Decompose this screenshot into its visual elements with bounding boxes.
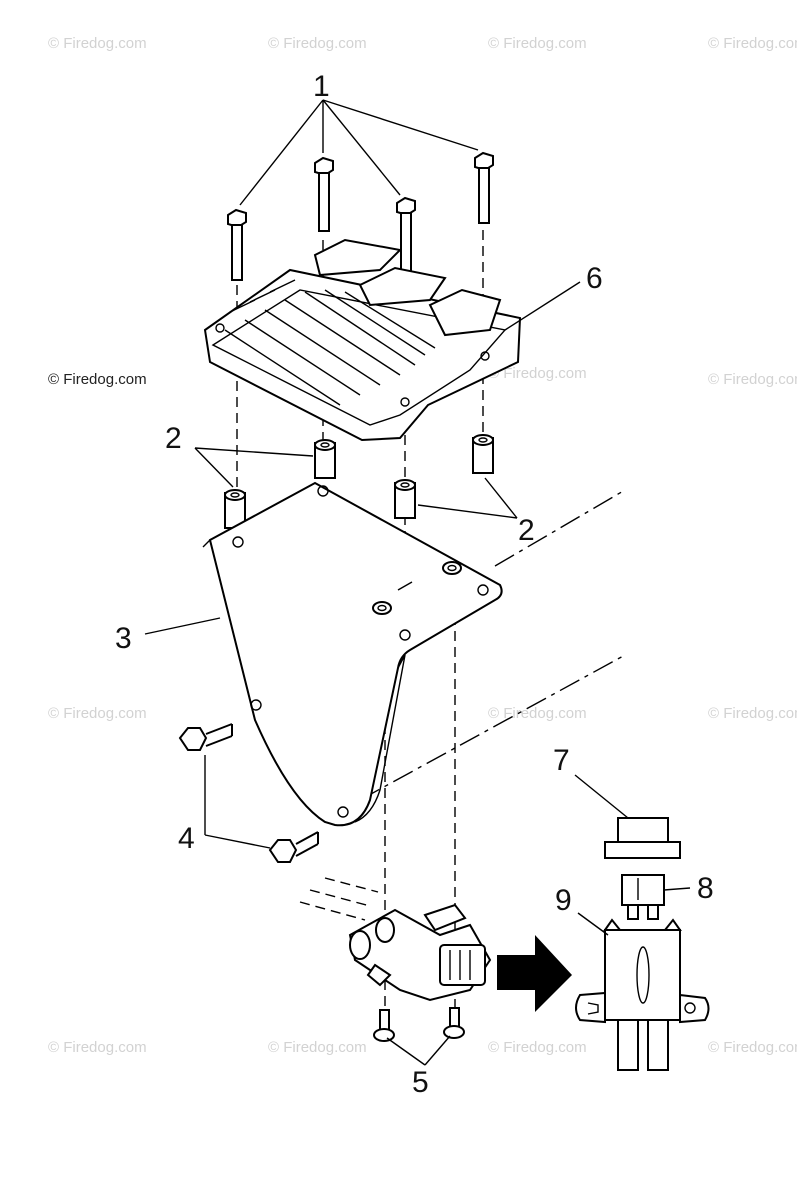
callout-4: 4 bbox=[178, 822, 195, 855]
bracket-bolt bbox=[268, 831, 319, 863]
watermark: © Firedog.com bbox=[488, 1039, 587, 1056]
ecu-bolt bbox=[474, 151, 494, 224]
callout-7: 7 bbox=[553, 744, 570, 777]
callout-6: 6 bbox=[586, 262, 603, 295]
callout-5: 5 bbox=[412, 1066, 429, 1099]
fuse-holder-screw bbox=[373, 1009, 395, 1042]
ecu-bolt bbox=[396, 196, 416, 274]
spacer bbox=[394, 479, 416, 519]
ecu-bolt bbox=[227, 208, 247, 281]
spacer bbox=[472, 434, 494, 474]
fuse-holder-screw bbox=[443, 1007, 465, 1039]
watermark: © Firedog.com bbox=[268, 35, 367, 52]
watermark: © Firedog.com bbox=[48, 35, 147, 52]
watermark: © Firedog.com bbox=[488, 705, 587, 722]
spacer bbox=[314, 439, 336, 479]
arrow-icon bbox=[497, 935, 572, 1012]
callout-2: 2 bbox=[518, 514, 535, 547]
watermark: © Firedog.com bbox=[48, 1039, 147, 1056]
fuse-cover bbox=[604, 817, 681, 859]
callout-1: 1 bbox=[313, 70, 330, 103]
callout-9: 9 bbox=[555, 884, 572, 917]
ecu-module bbox=[203, 238, 522, 442]
callout-3: 3 bbox=[115, 622, 132, 655]
watermark: © Firedog.com bbox=[708, 371, 797, 388]
watermark: © Firedog.com bbox=[48, 371, 147, 388]
leader-lines bbox=[144, 99, 691, 1066]
mounting-bracket bbox=[202, 481, 503, 827]
watermark: © Firedog.com bbox=[708, 35, 797, 52]
watermark: © Firedog.com bbox=[708, 705, 797, 722]
watermark: © Firedog.com bbox=[488, 365, 587, 382]
spacer bbox=[224, 489, 246, 529]
fuse-holder-harness bbox=[348, 903, 492, 1002]
fuse-holder-body bbox=[575, 918, 710, 1071]
callout-2: 2 bbox=[165, 422, 182, 455]
bracket-bolt bbox=[178, 723, 233, 751]
ecu-bolt bbox=[314, 156, 334, 232]
callout-8: 8 bbox=[697, 872, 714, 905]
watermark: © Firedog.com bbox=[268, 1039, 367, 1056]
fuse bbox=[621, 874, 665, 920]
watermark: © Firedog.com bbox=[488, 35, 587, 52]
watermark: © Firedog.com bbox=[708, 1039, 797, 1056]
watermark: © Firedog.com bbox=[48, 705, 147, 722]
